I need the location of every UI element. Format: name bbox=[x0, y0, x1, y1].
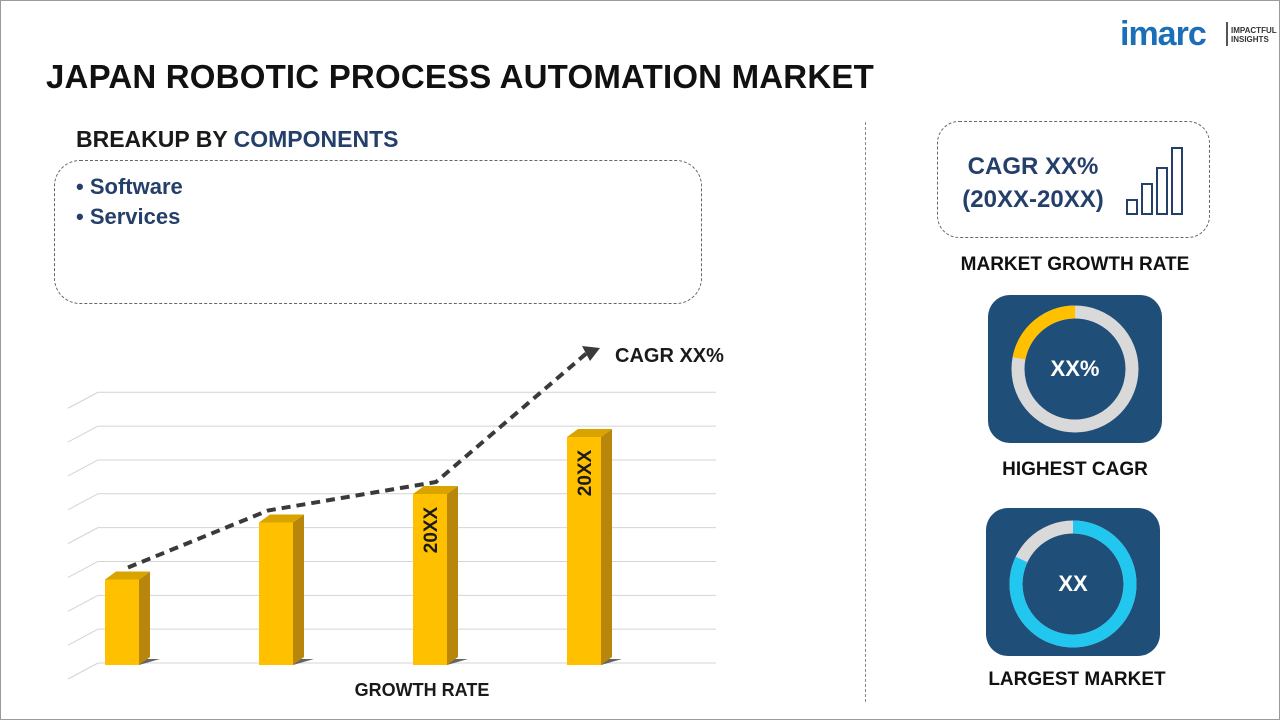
grid-line-diagonal bbox=[67, 493, 99, 511]
trend-annotation: CAGR XX% bbox=[615, 345, 724, 367]
largest-market-donut-arc bbox=[1009, 520, 1137, 648]
largest-market-donut bbox=[1009, 520, 1137, 648]
grid-line-diagonal bbox=[67, 662, 99, 680]
growth-bar-chart: 20XX 20XX CAGR XX% bbox=[67, 345, 724, 680]
highest-cagr-donut bbox=[1011, 305, 1139, 433]
cagr-text: CAGR XX% (20XX-20XX) bbox=[948, 150, 1118, 216]
logo-separator bbox=[1226, 22, 1228, 46]
logo-tagline-line1: IMPACTFUL bbox=[1231, 26, 1277, 35]
logo-tagline: IMPACTFUL INSIGHTS bbox=[1231, 26, 1277, 44]
page-title: JAPAN ROBOTIC PROCESS AUTOMATION MARKET bbox=[46, 58, 874, 95]
breakup-accent: COMPONENTS bbox=[233, 126, 399, 152]
components-box bbox=[54, 160, 702, 304]
bar-side bbox=[601, 429, 612, 665]
largest-market-card: XX bbox=[986, 508, 1160, 656]
component-item-software: Software bbox=[76, 172, 183, 202]
breakup-heading: BREAKUP BY COMPONENTS bbox=[76, 126, 398, 153]
logo-wordmark: imarc bbox=[1120, 15, 1207, 53]
bar-top bbox=[413, 486, 458, 494]
bar bbox=[259, 522, 293, 665]
x-axis-label: GROWTH RATE bbox=[354, 680, 490, 700]
bar-top bbox=[105, 571, 150, 580]
breakup-prefix: BREAKUP BY bbox=[76, 126, 234, 152]
grid-line-diagonal bbox=[67, 561, 99, 578]
grid-line-diagonal bbox=[67, 459, 99, 477]
largest-market-value: XX bbox=[1058, 571, 1088, 596]
grid-line-diagonal bbox=[67, 425, 99, 443]
components-list: Software Services bbox=[76, 172, 183, 232]
logo-tagline-line2: INSIGHTS bbox=[1231, 35, 1269, 44]
bar bbox=[567, 437, 601, 665]
bar bbox=[413, 494, 447, 665]
vertical-divider bbox=[865, 122, 866, 702]
grid-line-diagonal bbox=[67, 628, 99, 646]
market-growth-label: MARKET GROWTH RATE bbox=[960, 254, 1190, 275]
cagr-box bbox=[937, 121, 1210, 238]
cagr-line1: CAGR XX% bbox=[967, 153, 1099, 180]
grid-line-diagonal bbox=[67, 391, 99, 409]
highest-cagr-value: XX% bbox=[1050, 356, 1100, 381]
bar bbox=[105, 579, 139, 665]
bar-data-label: 20XX bbox=[575, 449, 596, 496]
highest-cagr-label: HIGHEST CAGR bbox=[1002, 459, 1148, 480]
imarc-logo: imarc IMPACTFUL INSIGHTS bbox=[1120, 14, 1277, 54]
grid-line-diagonal bbox=[67, 594, 99, 612]
bar-side bbox=[447, 486, 458, 665]
growth-bars-icon bbox=[1126, 147, 1183, 215]
bar-data-label: 20XX bbox=[421, 506, 442, 553]
largest-market-label: LARGEST MARKET bbox=[988, 669, 1166, 690]
bar-top bbox=[259, 514, 304, 523]
trend-arrowhead bbox=[582, 346, 600, 361]
grid-line-diagonal bbox=[67, 527, 99, 545]
cagr-line2: (20XX-20XX) bbox=[962, 186, 1104, 213]
highest-cagr-card: XX% bbox=[988, 295, 1162, 443]
bar-side bbox=[139, 571, 150, 665]
trend-line bbox=[127, 350, 590, 570]
bar-top bbox=[567, 429, 612, 437]
bar-side bbox=[293, 514, 304, 665]
component-item-services: Services bbox=[76, 202, 183, 232]
